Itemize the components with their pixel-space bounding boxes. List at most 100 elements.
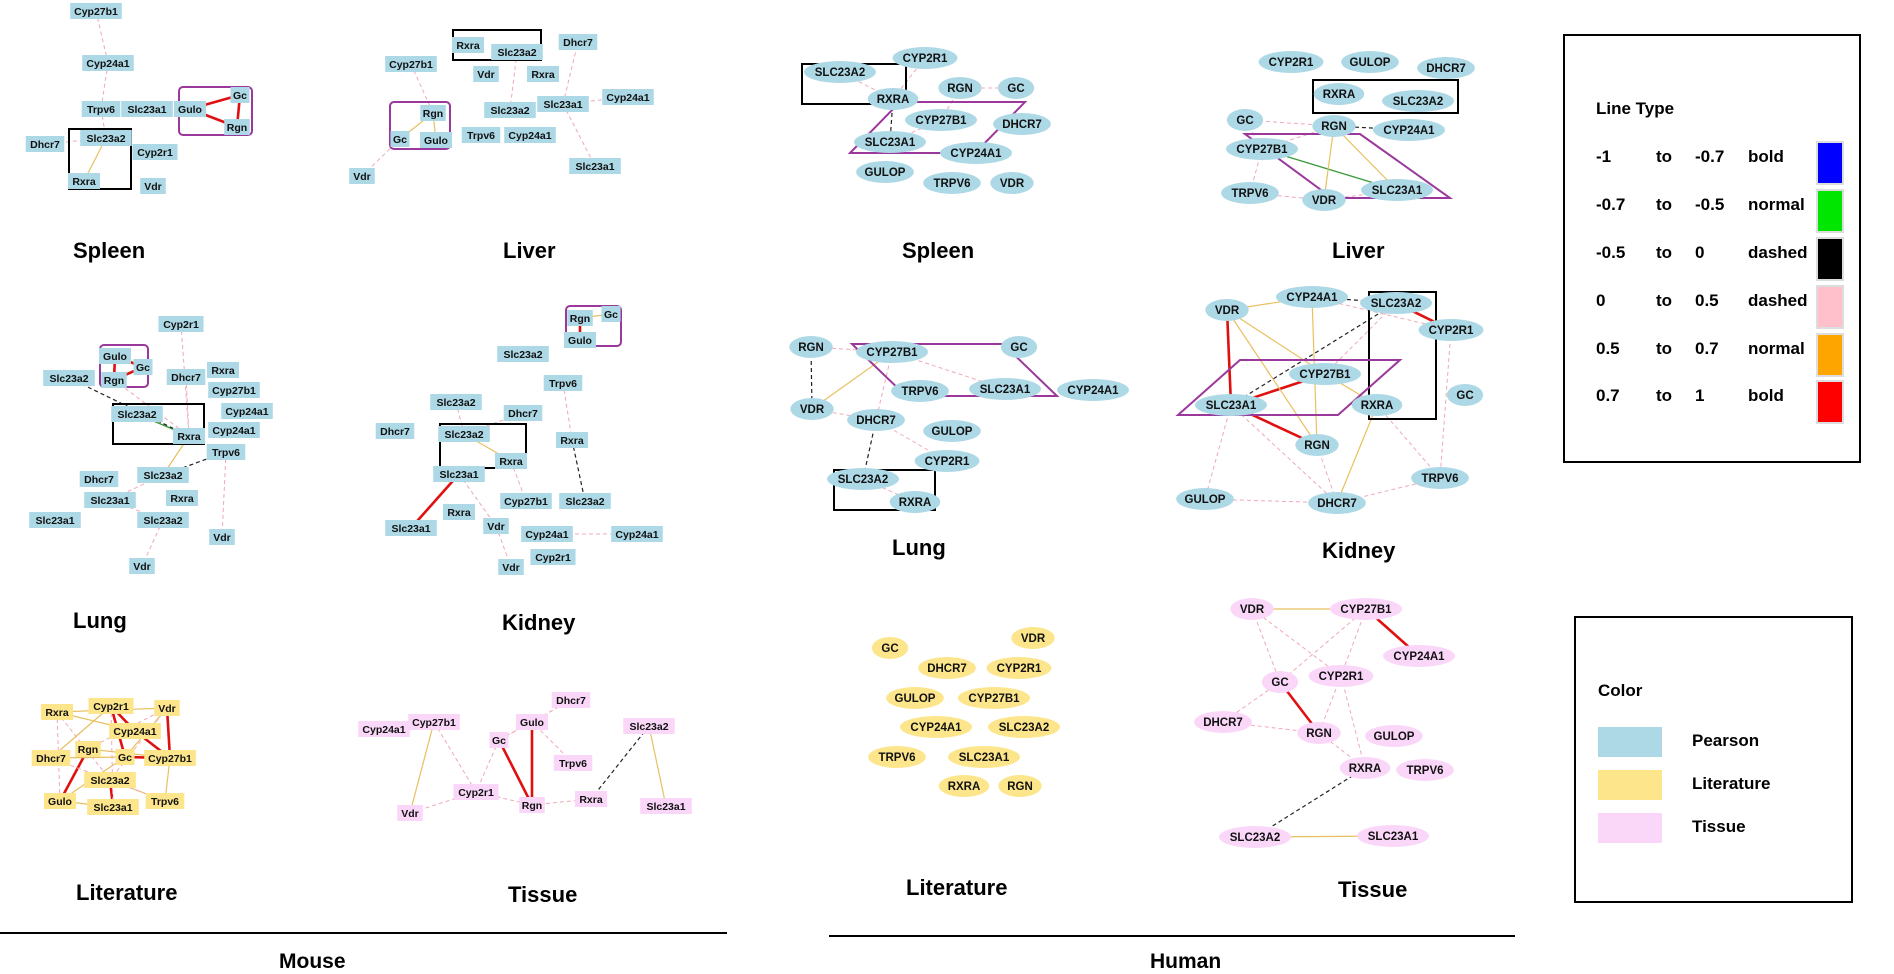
gene-label: GC <box>1007 83 1024 95</box>
gene-node-shape <box>25 136 65 152</box>
gene-node-shape <box>43 793 77 809</box>
line-type-to-word: to <box>1656 386 1673 405</box>
gene-node: Slc23a1 <box>537 96 589 112</box>
gene-label: Gulo <box>424 135 448 147</box>
gene-label: Slc23a2 <box>90 775 129 787</box>
gene-node: Cyp24a1 <box>221 403 273 419</box>
gene-label: Dhcr7 <box>380 426 410 438</box>
gene-label: RXRA <box>877 94 910 106</box>
gene-node: Rxra <box>555 432 589 448</box>
gene-node: Vdr <box>140 178 166 194</box>
gene-node: CYP2R1 <box>1258 51 1324 73</box>
network-edge <box>1251 608 1342 677</box>
network-edge <box>1323 189 1398 201</box>
gene-label: Rxra <box>447 507 471 519</box>
gene-label: CYP24A1 <box>1393 651 1445 663</box>
network-edge <box>1336 404 1378 504</box>
network-edge <box>110 705 114 808</box>
line-type-to: 0.5 <box>1695 291 1719 310</box>
line-type-row: 0.5 to 0.7 normal <box>1565 335 1859 375</box>
gene-node-shape <box>789 336 833 358</box>
gene-node-shape <box>892 47 958 69</box>
network-edge <box>410 63 434 114</box>
network-edge <box>1225 309 1233 406</box>
gene-node-shape <box>1339 757 1391 779</box>
gene-node-shape <box>137 467 189 483</box>
gene-label: Rxra <box>531 69 555 81</box>
gene-label: RXRA <box>1323 89 1356 101</box>
gene-node-shape <box>67 173 101 189</box>
gene-node: Slc23a1 <box>640 798 692 814</box>
gene-node-shape <box>385 56 437 72</box>
network-edge <box>455 401 465 435</box>
gene-node-shape <box>101 372 127 388</box>
gene-node: Vdr <box>349 168 375 184</box>
gene-node-shape <box>567 310 593 326</box>
gene-label: Slc23a1 <box>543 99 582 111</box>
gene-node: GULOP <box>1176 488 1234 510</box>
gene-node: Gc <box>133 359 153 375</box>
gene-node: CYP2R1 <box>1418 319 1484 341</box>
gene-node: RGN <box>1297 722 1341 744</box>
gene-node-shape <box>553 755 593 771</box>
line-type-to: 1 <box>1695 386 1705 405</box>
line-type-to-word: to <box>1656 195 1673 214</box>
gene-node: SLC23A1 <box>854 131 926 153</box>
gene-label: CYP24A1 <box>1067 385 1119 397</box>
gene-node: DHCR7 <box>1308 492 1366 514</box>
line-type-swatch <box>1818 143 1842 183</box>
gene-node: GC <box>1226 109 1264 131</box>
gene-node-shape <box>1219 826 1291 848</box>
gene-node: DHCR7 <box>993 113 1051 135</box>
gene-label: TRPV6 <box>1421 473 1458 485</box>
gene-node: Rgn <box>224 119 250 135</box>
gene-label: SLC23A2 <box>999 722 1050 734</box>
network-edge <box>1230 404 1338 504</box>
gene-label: Cyp24a1 <box>225 406 268 418</box>
line-type-from: 0.7 <box>1596 386 1620 405</box>
gene-node: Cyp24a1 <box>358 721 410 737</box>
gene-node: Cyp24a1 <box>521 526 573 542</box>
gene-node-shape <box>993 113 1051 135</box>
line-type-style: bold <box>1748 147 1784 166</box>
gene-node: SLC23A1 <box>1357 825 1429 847</box>
gene-label: SLC23A2 <box>838 474 889 486</box>
gene-label: SLC23A1 <box>980 384 1031 396</box>
gene-label: GULOP <box>895 693 936 705</box>
gene-label: Dhcr7 <box>36 753 66 765</box>
network-edge <box>109 707 168 781</box>
gene-node-shape <box>889 491 941 513</box>
gene-label: Trpv6 <box>549 378 577 390</box>
gene-label: Slc23a2 <box>565 496 604 508</box>
gene-node: Slc23a2 <box>111 406 163 422</box>
gene-node: CYP2R1 <box>914 450 980 472</box>
gene-label: Cyp24a1 <box>113 726 156 738</box>
gene-label: Cyp27b1 <box>389 59 433 71</box>
gene-node-shape <box>988 716 1060 738</box>
gene-label: Slc23a1 <box>575 161 614 173</box>
gene-node: CYP27B1 <box>958 687 1030 709</box>
gene-node-shape <box>914 450 980 472</box>
gene-node-shape <box>82 55 134 71</box>
gene-node-shape <box>998 775 1042 797</box>
gene-box-outline <box>1368 291 1437 420</box>
gene-node: GULOP <box>1341 51 1399 73</box>
gene-node-shape <box>558 34 598 50</box>
gene-label: Gulo <box>48 796 72 808</box>
gene-label: GC <box>1456 390 1473 402</box>
gene-node: Slc23a1 <box>29 512 81 528</box>
line-type-swatch <box>1818 191 1842 231</box>
gene-node-shape <box>442 504 476 520</box>
network-edge <box>1254 767 1366 838</box>
gene-node-shape <box>84 772 136 788</box>
gene-node: Slc23a2 <box>43 370 95 386</box>
gene-node: Slc23a2 <box>438 426 490 442</box>
gene-node: Dhcr7 <box>551 692 591 708</box>
gene-node-shape <box>129 558 155 574</box>
gene-label: Trpv6 <box>151 796 179 808</box>
gene-node: Trpv6 <box>543 375 583 391</box>
gene-node: TRPV6 <box>1396 759 1454 781</box>
gene-label: Slc23a1 <box>90 495 129 507</box>
gene-node: Slc23a2 <box>137 467 189 483</box>
species-label-mouse: Mouse <box>279 950 346 973</box>
